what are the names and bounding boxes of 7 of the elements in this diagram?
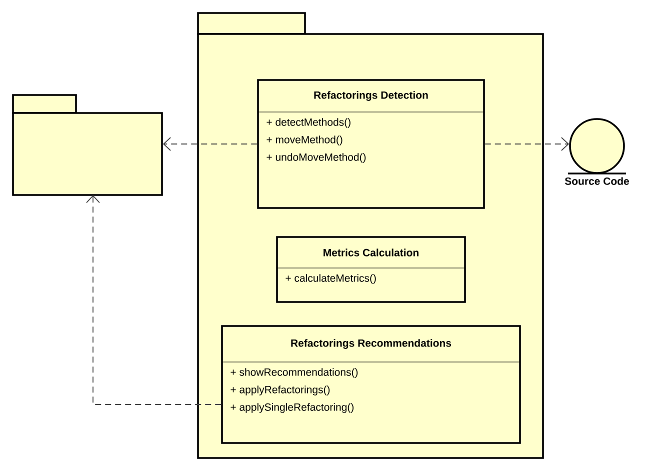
class-box: Metrics Calculation + calculateMetrics() [276,236,466,303]
dependency-arrow [86,195,222,405]
package-folder [12,94,163,196]
dependency-arrow [484,137,570,151]
dependency-arrow [162,137,258,151]
class-box: Refactorings Recommendations + showRecommendations() + applyRefactorings() + applySingleRefactoring() [221,325,521,444]
class-box: Refactorings Detection + detectMethods() + moveMethod() + undoMoveMethod() [257,79,485,209]
